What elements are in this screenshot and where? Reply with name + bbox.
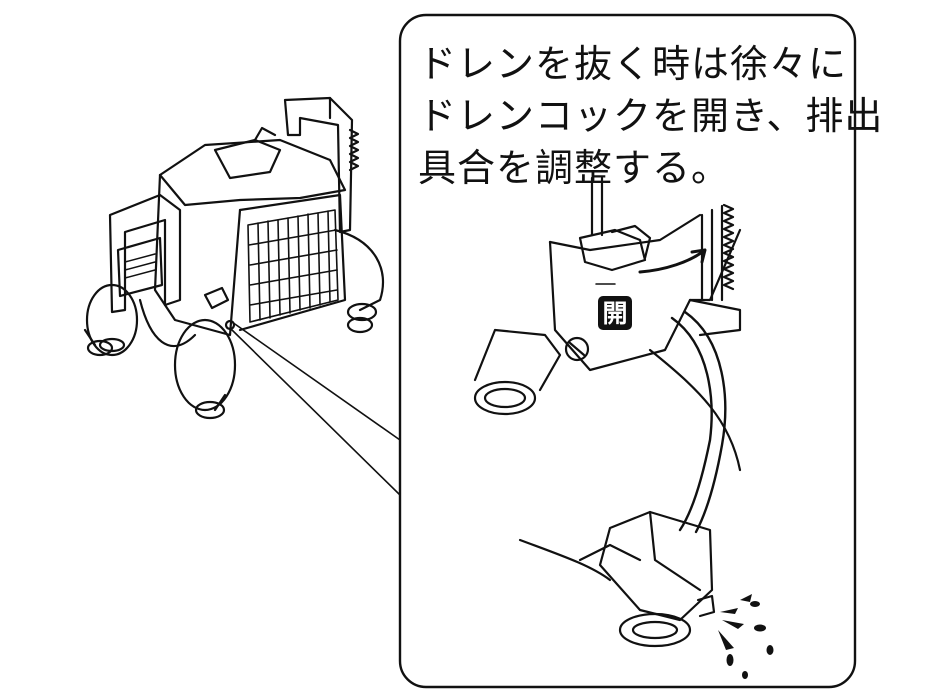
cock-open-label-text: 開 (602, 299, 627, 328)
drain-detail (473, 176, 774, 679)
instruction-text: ドレンを抜く時は徐々に ドレンコックを開き、排出 具合を調整する。 (418, 38, 884, 194)
instruction-line-2: ドレンコックを開き、排出 (418, 94, 884, 138)
cock-open-label: 開 (598, 296, 632, 330)
water-drop-icon (718, 594, 774, 679)
compressor-illustration (83, 96, 385, 420)
leader-line-upper (231, 321, 401, 441)
instruction-line-1: ドレンを抜く時は徐々に (418, 42, 848, 86)
callout-frame (398, 13, 857, 689)
leader-line-lower (229, 327, 401, 496)
instruction-line-3: 具合を調整する。 (418, 146, 731, 190)
arrow-icon (638, 248, 707, 274)
